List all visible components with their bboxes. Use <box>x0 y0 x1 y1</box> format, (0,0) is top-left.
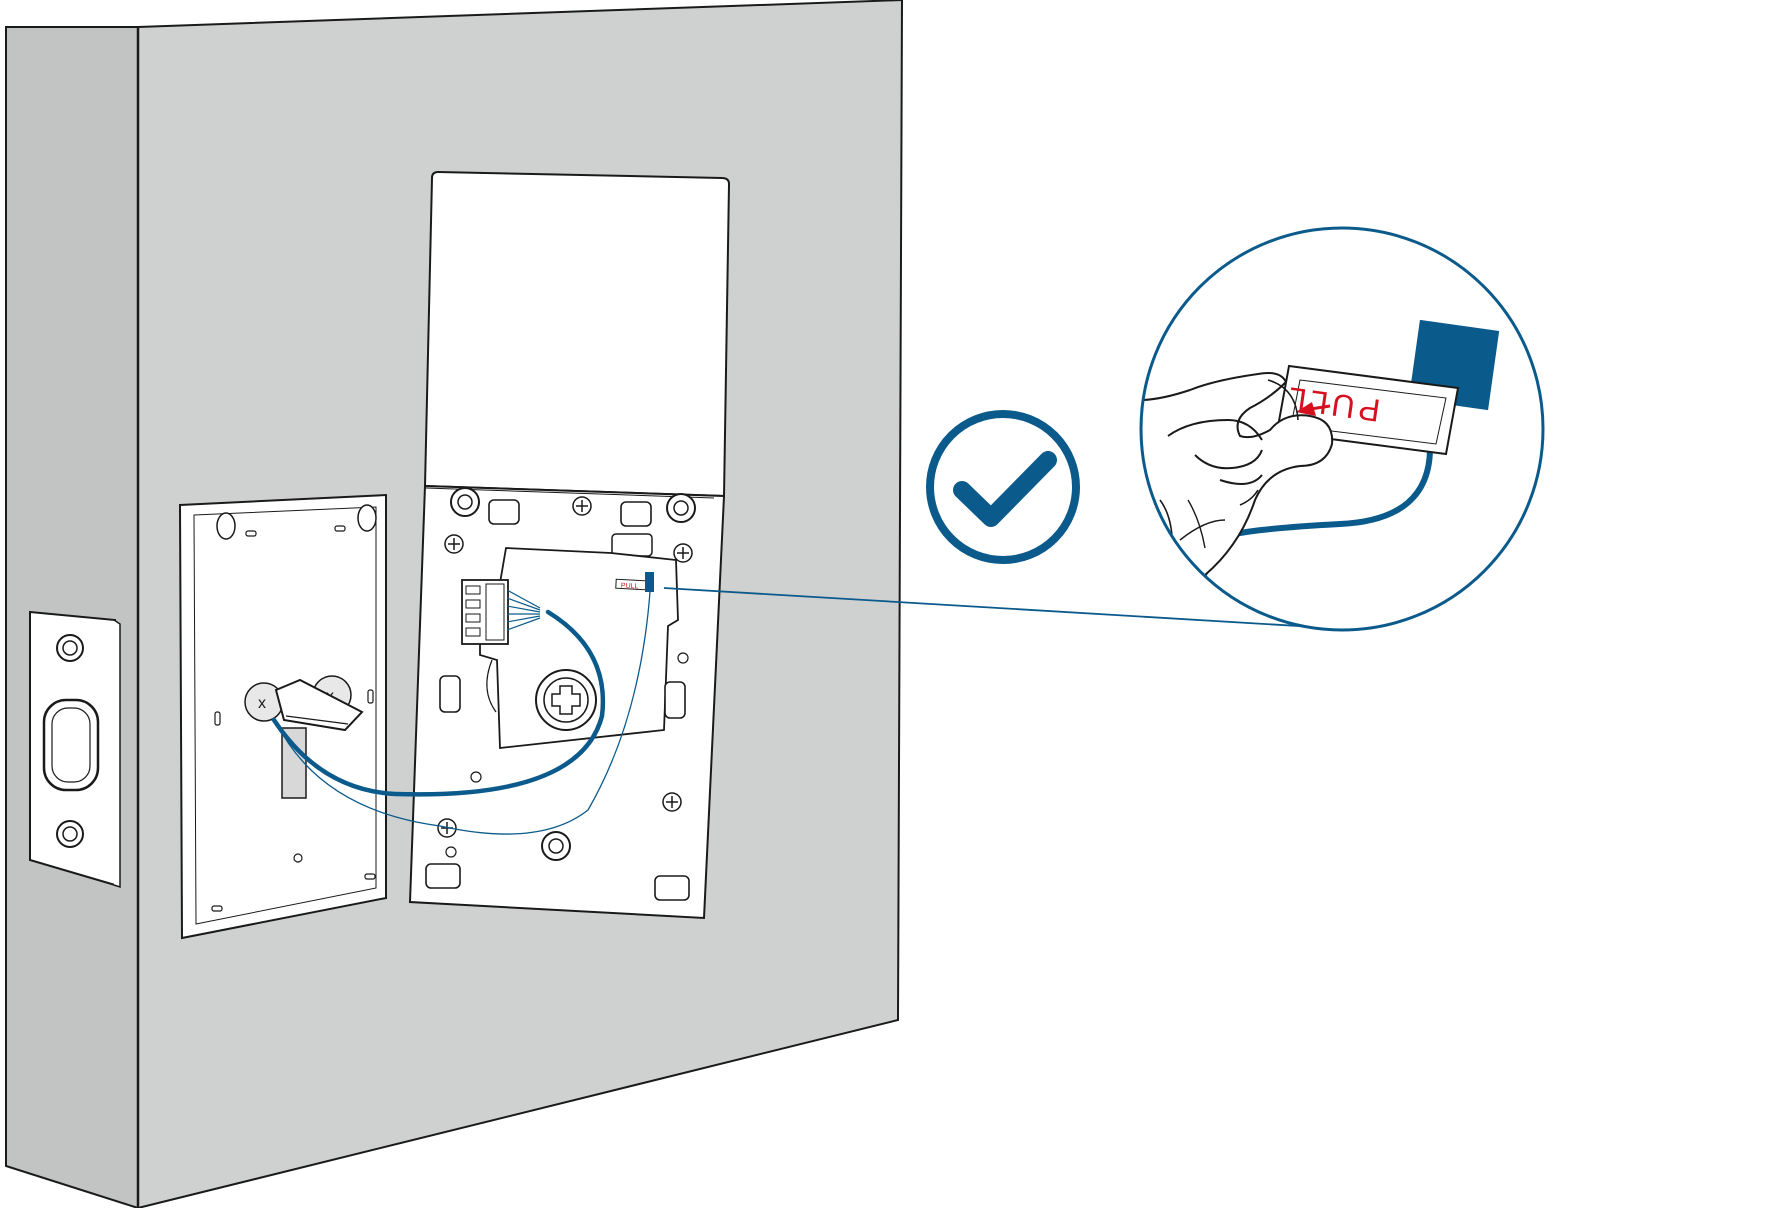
thin-cable <box>275 591 651 835</box>
check-circle-icon <box>926 410 1080 564</box>
interior-escutcheon: PULL <box>408 170 731 920</box>
latch-faceplate <box>29 610 121 889</box>
battery-pull-tab-mini: PULL <box>615 572 654 592</box>
detail-callout: PULL <box>1139 226 1545 632</box>
callout-leader <box>663 587 1333 629</box>
svg-text:x: x <box>258 695 266 712</box>
mounting-plate: x x <box>178 493 387 940</box>
main-cable <box>271 609 606 797</box>
mini-tab-text: PULL <box>621 582 639 590</box>
magnifier-circle <box>1139 226 1545 632</box>
